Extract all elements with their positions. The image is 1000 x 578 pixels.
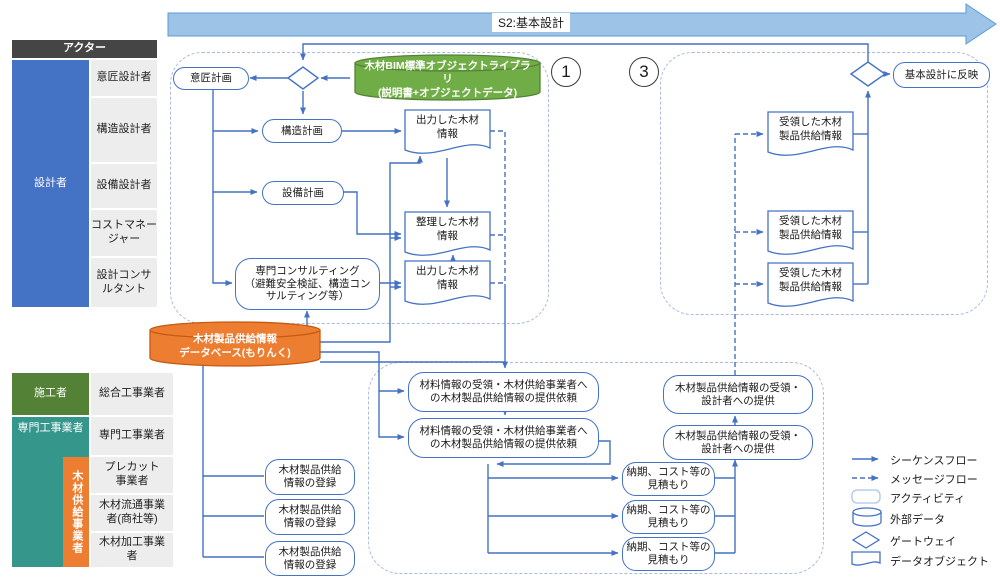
actor-group-contractor: 施工者 — [12, 373, 89, 415]
doc-received-supply-info-2: 受領した木材 製品供給情報 — [779, 215, 842, 241]
activity-reflect-basic-design: 基本設計に反映 — [893, 62, 990, 88]
sequence-flows — [202, 43, 891, 558]
actor-role-cost-manager: コストマネー ジャー — [91, 210, 157, 256]
phase-marker-1: 1 — [551, 57, 581, 87]
gateway-design-icon — [286, 66, 320, 90]
activity-icon — [851, 489, 881, 504]
doc-organized-wood-info: 整理した木材 情報 — [416, 216, 479, 242]
activity-register-supply-info-3: 木材製品供給 情報の登録 — [265, 541, 355, 576]
actor-role-specialist: 専門工事業者 — [91, 417, 173, 455]
doc-received-supply-info-3: 受領した木材 製品供給情報 — [779, 267, 842, 293]
actor-role-consultant: 設計コンサ ルタント — [91, 258, 157, 307]
feedback-lane-container — [660, 52, 988, 315]
actor-group-designer: 設計者 — [12, 60, 89, 307]
activity-quote-2: 納期、コスト等の 見積もり — [622, 500, 715, 534]
designer-lane-container — [170, 52, 549, 324]
actor-table-header: アクター — [12, 40, 157, 58]
supplier-lane-container — [368, 362, 824, 574]
legend-data-object: データオブジェクト — [890, 556, 989, 568]
activity-consulting: 専門コンサルティング （避難安全検証、構造コン サルティング等） — [235, 258, 380, 310]
gateway-feedback-icon — [849, 61, 887, 87]
doc-output-wood-info-1: 出力した木材 情報 — [416, 114, 479, 140]
actor-role-precut: プレカット 事業者 — [91, 457, 173, 493]
morinku-datastore — [149, 321, 321, 367]
phase-marker-3: 3 — [629, 57, 659, 87]
activity-register-supply-info-1: 木材製品供給 情報の登録 — [265, 459, 355, 495]
activity-design-plan: 意匠計画 — [173, 67, 249, 90]
activity-request-supply-info-2: 材料情報の受領・木材供給事業者へ の木材製品供給情報の提供依頼 — [408, 418, 599, 458]
morinku-db-label: 木材製品供給情報 データベース(もりんく) — [179, 333, 291, 359]
external-data-icon-top — [852, 507, 882, 517]
data-object-icon — [851, 551, 881, 566]
actor-role-mep: 設備設計者 — [91, 164, 157, 208]
doc-output-wood-info-2: 出力した木材 情報 — [416, 265, 479, 291]
activity-provide-to-designer-2: 木材製品供給情報の受領・ 設計者への提供 — [663, 425, 813, 460]
bim-library-label: 木材BIM標準オブジェクトライブラリ (説明書+オブジェクトデータ) — [364, 59, 531, 99]
message-flows — [490, 130, 764, 375]
bim-library-datastore — [354, 54, 541, 101]
activity-structure-plan: 構造計画 — [262, 119, 342, 143]
legend-icons — [851, 456, 882, 566]
legend-activity: アクティビティ — [890, 493, 966, 505]
legend-sequence-flow: シーケンスフロー — [890, 455, 978, 467]
actor-role-structural: 構造設計者 — [91, 98, 157, 162]
actor-group-wood-supplier: 木材供給事業者 — [63, 457, 89, 567]
phase-banner-arrow — [167, 3, 997, 45]
actor-role-processor: 木材加工事業 者 — [91, 533, 173, 567]
data-object-shapes — [404, 109, 854, 307]
activity-provide-to-designer-1: 木材製品供給情報の受領・ 設計者への提供 — [663, 375, 813, 414]
activity-request-supply-info-1: 材料情報の受領・木材供給事業者へ の木材製品供給情報の提供依頼 — [408, 372, 599, 412]
actor-role-general-contractor: 総合工事業者 — [91, 373, 173, 415]
doc-received-supply-info-1: 受領した木材 製品供給情報 — [779, 116, 842, 142]
activity-quote-1: 納期、コスト等の 見積もり — [622, 462, 715, 496]
actor-role-distributor: 木材流通事業 者(商社等) — [91, 495, 173, 531]
activity-register-supply-info-2: 木材製品供給 情報の登録 — [265, 499, 355, 535]
phase-banner-label: S2:基本設計 — [492, 13, 571, 32]
activity-quote-3: 納期、コスト等の 見積もり — [622, 537, 715, 571]
legend-gateway: ゲートウェイ — [890, 536, 956, 548]
legend-external-data: 外部データ — [890, 514, 945, 526]
activity-mep-plan: 設備計画 — [262, 181, 344, 205]
gateway-icon — [851, 531, 881, 549]
legend-message-flow: メッセージフロー — [890, 474, 978, 486]
actor-role-architect: 意匠設計者 — [91, 60, 157, 96]
